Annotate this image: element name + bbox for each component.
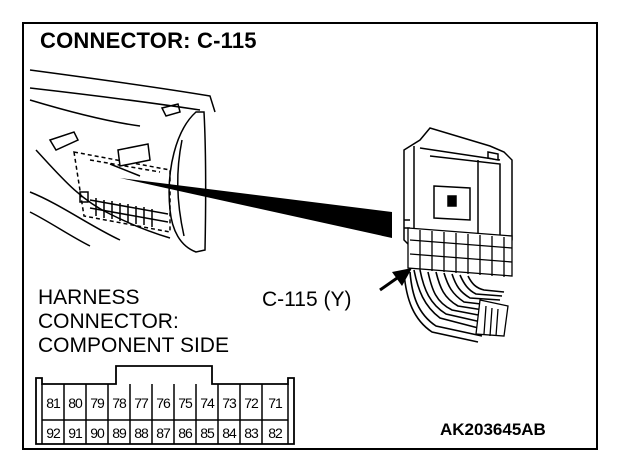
harness-label-line-2: CONNECTOR:	[38, 310, 179, 333]
pin-72: 72	[244, 395, 259, 411]
figure-code: AK203645AB	[440, 420, 546, 439]
leader-wedge	[120, 178, 392, 238]
pin-75: 75	[178, 395, 193, 411]
harness-label-line-3: COMPONENT SIDE	[38, 334, 229, 357]
figure-frame	[22, 22, 598, 450]
wire-harness-end	[475, 299, 509, 337]
wire-harness	[403, 269, 505, 343]
pin-81: 81	[46, 395, 61, 411]
pin-78: 78	[112, 395, 127, 411]
pin-87: 87	[156, 425, 171, 441]
pin-80: 80	[68, 395, 83, 411]
pin-91: 91	[68, 425, 83, 441]
pin-88: 88	[134, 425, 149, 441]
ecu-connector-block	[407, 227, 513, 277]
pin-73: 73	[222, 395, 237, 411]
harness-label-line-1: HARNESS	[38, 286, 140, 309]
pin-83: 83	[244, 425, 259, 441]
connector-title: CONNECTOR: C-115	[40, 28, 257, 53]
connector-callout-label: C-115 (Y)	[262, 288, 352, 311]
harness-connector-label: HARNESS CONNECTOR: COMPONENT SIDE	[38, 286, 229, 358]
harness-connector-grid	[41, 384, 289, 444]
dashboard-illustration	[29, 69, 216, 253]
pin-90: 90	[90, 425, 105, 441]
pin-84: 84	[222, 425, 237, 441]
pin-77: 77	[134, 395, 149, 411]
pin-76: 76	[156, 395, 171, 411]
pin-79: 79	[90, 395, 105, 411]
pin-85: 85	[200, 425, 215, 441]
callout-arrow	[379, 268, 412, 292]
pin-89: 89	[112, 425, 127, 441]
pin-74: 74	[200, 395, 215, 411]
pin-86: 86	[178, 425, 193, 441]
pin-82: 82	[268, 425, 283, 441]
pin-71: 71	[268, 395, 283, 411]
pin-92: 92	[46, 425, 61, 441]
